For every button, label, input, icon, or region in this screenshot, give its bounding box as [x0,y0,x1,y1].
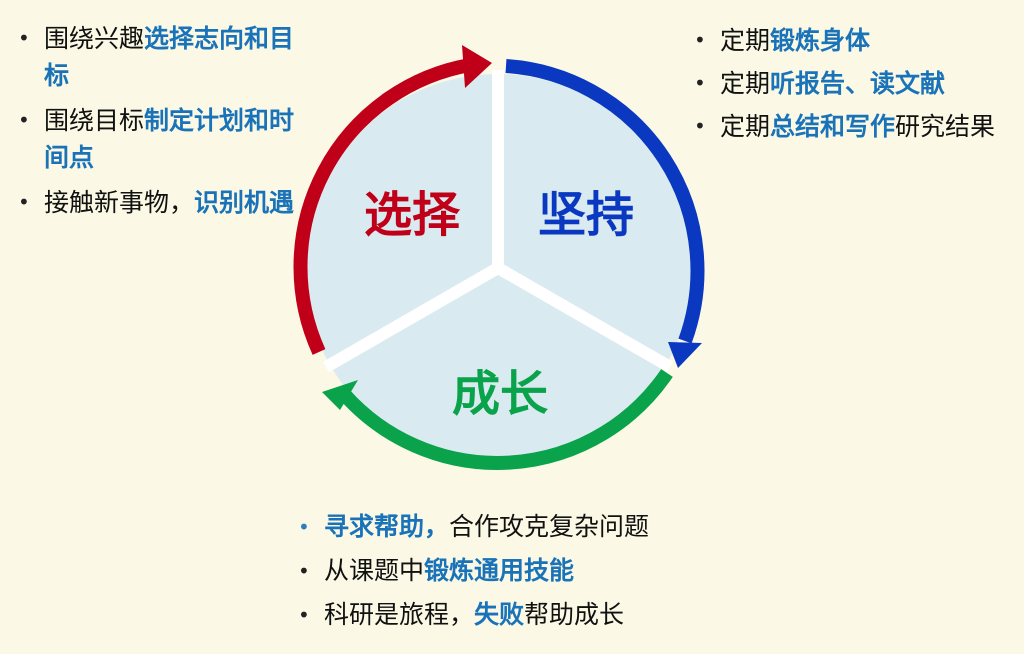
persist-bullet-list: •定期锻炼身体 •定期听报告、读文献 •定期总结和写作研究结果 [686,22,1016,151]
bullet-item: •科研是旅程，失败帮助成长 [290,596,730,634]
segment-label-grow: 成长 [452,366,548,422]
bullet-dot: • [18,26,30,50]
bullet-dot: • [18,190,30,214]
select-arrow [293,45,492,355]
bullet-item: •围绕目标制定计划和时间点 [10,102,300,176]
grow-bullet-list: •寻求帮助，合作攻克复杂问题 •从课题中锻炼通用技能 •科研是旅程，失败帮助成长 [290,508,730,640]
bullet-item: •定期总结和写作研究结果 [686,108,1016,145]
bullet-dot: • [694,114,706,138]
bullet-dot: • [298,559,310,583]
segment-label-select: 选择 [364,187,461,243]
disc-sector-grow [330,268,666,462]
bullet-dot: • [694,71,706,95]
persist-arrow [505,59,705,368]
segment-label-persist: 坚持 [538,187,634,243]
bullet-item: •寻求帮助，合作攻克复杂问题 [290,508,730,546]
separator-right [495,262,673,373]
bullet-item: •定期听报告、读文献 [686,65,1016,102]
bullet-item: •定期锻炼身体 [686,22,1016,59]
disc [304,70,692,462]
bullet-dot: • [298,603,310,627]
grow-arrow [322,369,673,470]
bullet-dot: • [298,515,310,539]
bullet-dot: • [18,108,30,132]
select-bullet-list: •围绕兴趣选择志向和目标 •围绕目标制定计划和时间点 •接触新事物，识别机遇 [10,20,300,229]
bullet-item: •从课题中锻炼通用技能 [290,552,730,590]
bullet-dot: • [694,28,706,52]
separator-left [323,262,501,373]
bullet-item: •围绕兴趣选择志向和目标 [10,20,300,94]
bullet-item: •接触新事物，识别机遇 [10,184,300,221]
